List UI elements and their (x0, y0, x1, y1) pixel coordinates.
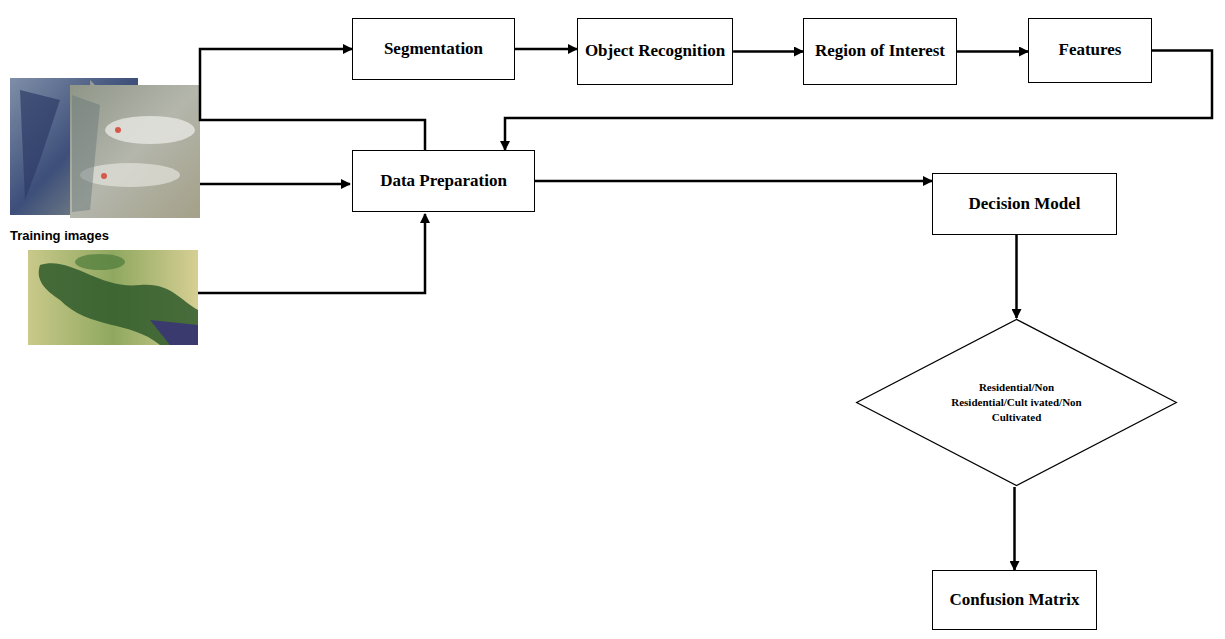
decision-diamond: Residential/Non Residential/Cult ivated/… (855, 318, 1178, 487)
node-text: Residential/Non Residential/Cult ivated/… (951, 380, 1083, 425)
flow-arrow (1015, 235, 1018, 318)
node-text: Segmentation (384, 38, 483, 60)
text-group: Region of Interest (815, 40, 945, 62)
process-box: Features (1028, 18, 1152, 83)
flow-arrow (1013, 487, 1016, 570)
node-text: Confusion Matrix (950, 589, 1080, 611)
text-group: Residential/Non Residential/Cult ivated/… (951, 380, 1083, 425)
process-box: Data Preparation (352, 150, 535, 212)
flow-arrow (733, 50, 803, 53)
flow-arrow (535, 180, 932, 183)
image-caption: Training images (10, 228, 109, 243)
text-group: Decision Model (969, 193, 1081, 215)
node-text: Decision Model (969, 193, 1081, 215)
node-text: Features (1059, 39, 1122, 61)
flow-arrow (515, 48, 577, 51)
process-box: Segmentation (352, 18, 515, 80)
text-group: Data Preparation (380, 170, 507, 192)
flow-arrow (957, 50, 1028, 53)
text-group: Object Recognition (585, 40, 725, 62)
node-text: Object Recognition (585, 40, 725, 62)
text-group: Segmentation (384, 38, 483, 60)
satellite-image (28, 250, 198, 345)
text-group: Confusion Matrix (950, 589, 1080, 611)
process-box: Object Recognition (577, 18, 733, 85)
node-text: Data Preparation (380, 170, 507, 192)
satellite-image (70, 85, 200, 218)
output-box: Confusion Matrix (932, 570, 1097, 630)
text-group: Features (1059, 39, 1122, 61)
process-box: Region of Interest (803, 18, 957, 85)
node-text: Region of Interest (815, 40, 945, 62)
process-box: Decision Model (932, 173, 1117, 235)
